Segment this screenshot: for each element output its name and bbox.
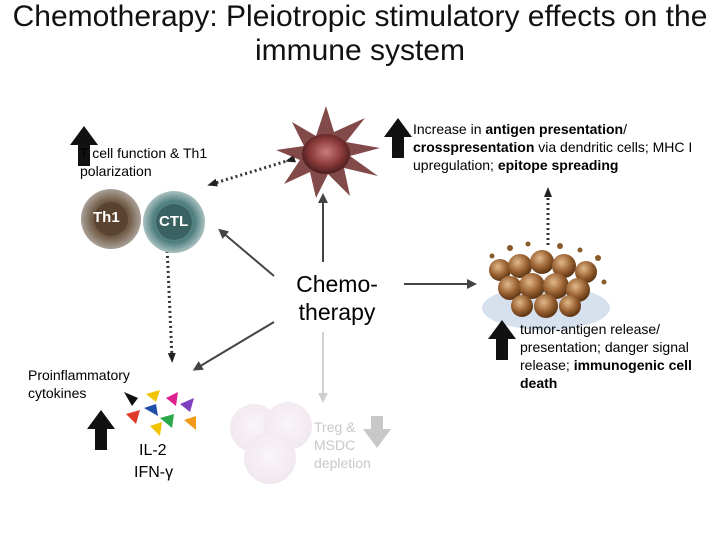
down-arrow-treg: [363, 416, 391, 448]
th1-label: Th1: [93, 209, 120, 226]
treg-msdc-cells-image: [230, 402, 312, 484]
emphasized-text: epitope spreading: [497, 157, 619, 173]
emphasized-text: immunogenic cell death: [520, 357, 692, 391]
il2-label: IL-2: [139, 442, 167, 459]
dendritic-cell-effects-text: Increase in antigen presentation/ crossp…: [413, 120, 693, 174]
chemotherapy-label: Chemo-therapy: [296, 271, 378, 325]
arrow-to-cytokines: [192, 321, 275, 371]
tumor-effects-text: tumor-antigen release/ presentation; dan…: [520, 320, 710, 392]
text-segment: tumor-antigen release/ presentation; dan…: [520, 321, 689, 373]
up-arrow-cytokines: [87, 410, 115, 450]
th1-cell-image: [81, 189, 141, 249]
treg-msdc-depletion-text: Treg & MSDC depletion: [314, 419, 371, 471]
ctl-cell-image: [143, 191, 205, 253]
ctl-label: CTL: [159, 213, 189, 230]
emphasized-text: crosspresentation: [413, 139, 535, 155]
tcell-function-text: T cell function & Th1 polarization: [80, 145, 208, 179]
emphasized-text: antigen presentation: [485, 121, 624, 137]
up-arrow-tumor: [488, 320, 516, 360]
cytokine-shapes: [124, 390, 196, 436]
dendritic-cell-image: [276, 106, 380, 198]
up-arrow-dc: [384, 118, 412, 158]
ifn-gamma-label: IFN-γ: [134, 464, 174, 481]
up-arrow-tcell: [70, 126, 98, 166]
page-title: Chemotherapy: Pleiotropic stimulatory ef…: [12, 0, 708, 67]
tumor-cells-image: [482, 241, 610, 330]
text-segment: Increase in: [413, 121, 486, 137]
text-segment: via dendritic cells; MHC I upregulation;: [413, 139, 693, 173]
arrow-to-tcells: [218, 228, 275, 277]
text-segment: /: [623, 121, 627, 137]
dotted-arrow-dc-tcell: [207, 154, 296, 187]
dotted-arrow-tcell-cytokines: [162, 240, 176, 363]
proinflammatory-cytokines-text: Proinflammatory cytokines: [28, 367, 130, 401]
